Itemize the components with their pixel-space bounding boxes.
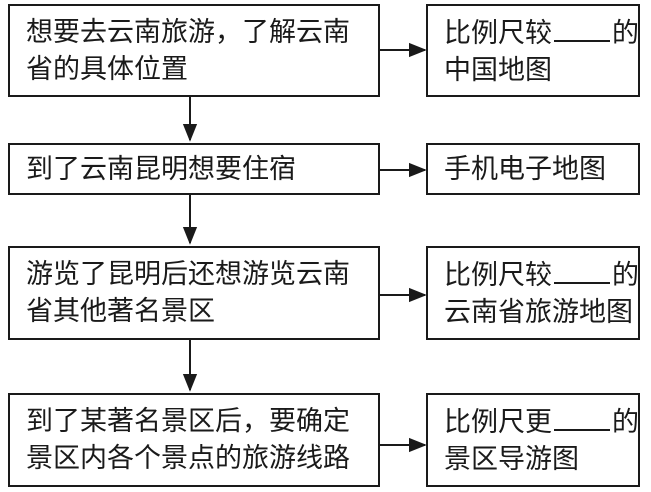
map-box-3: 比例尺较 的 云南省旅游地图 <box>426 246 640 340</box>
map-3-suffix: 的 <box>612 260 639 291</box>
map-4-line-1: 比例尺更 的 <box>444 403 639 441</box>
situation-1-line-1: 想要去云南旅游，了解云南 <box>26 17 350 48</box>
situation-box-1: 想要去云南旅游，了解云南 省的具体位置 <box>8 4 380 97</box>
map-4-suffix: 的 <box>612 407 639 438</box>
situation-3-line-2: 省其他著名景区 <box>26 296 215 327</box>
situation-box-3: 游览了昆明后还想游览云南 省其他著名景区 <box>8 246 380 340</box>
map-3-line-1: 比例尺较 的 <box>444 256 639 294</box>
map-4-prefix: 比例尺更 <box>444 407 552 438</box>
map-3-line-2: 云南省旅游地图 <box>444 297 633 328</box>
fill-in-blank-1 <box>554 14 610 42</box>
map-2-text: 手机电子地图 <box>444 153 606 185</box>
map-1-prefix: 比例尺较 <box>444 18 552 49</box>
map-box-2: 手机电子地图 <box>426 143 640 195</box>
situation-box-4: 到了某著名景区后，要确定 景区内各个景点的旅游线路 <box>8 393 380 487</box>
map-1-line-1: 比例尺较 的 <box>444 14 639 52</box>
fill-in-blank-3 <box>554 256 610 284</box>
situation-4-line-1: 到了某著名景区后，要确定 <box>26 406 350 437</box>
situation-3-line-1: 游览了昆明后还想游览云南 <box>26 259 350 290</box>
map-1-suffix: 的 <box>612 18 639 49</box>
situation-1-line-2: 省的具体位置 <box>26 54 188 85</box>
situation-2-text: 到了云南昆明想要住宿 <box>26 153 296 185</box>
map-box-4: 比例尺更 的 景区导游图 <box>426 393 640 487</box>
situation-4-line-2: 景区内各个景点的旅游线路 <box>26 443 350 474</box>
map-3-prefix: 比例尺较 <box>444 260 552 291</box>
map-1-line-2: 中国地图 <box>444 55 552 86</box>
fill-in-blank-4 <box>554 403 610 431</box>
map-4-line-2: 景区导游图 <box>444 444 579 475</box>
map-box-1: 比例尺较 的 中国地图 <box>426 4 640 97</box>
situation-box-2: 到了云南昆明想要住宿 <box>8 143 380 195</box>
